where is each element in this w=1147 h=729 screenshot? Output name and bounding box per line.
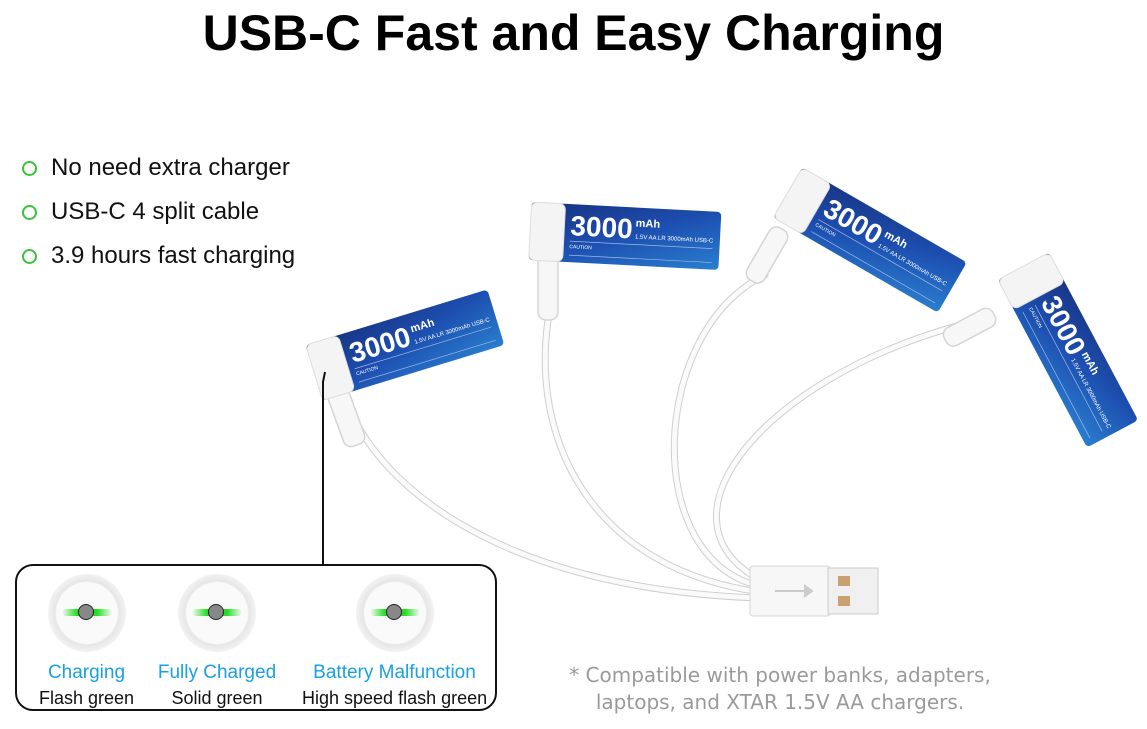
feature-text: 3.9 hours fast charging bbox=[51, 242, 296, 269]
compatibility-note: * Compatible with power banks, adapters,… bbox=[540, 662, 1020, 716]
feature-item: 3.9 hours fast charging bbox=[22, 234, 295, 278]
usb-a-plug bbox=[749, 565, 879, 617]
battery-1: 3000 mAh 1.5V AA LR 3000mAh USB-C CAUTIO… bbox=[305, 288, 505, 402]
led-indicator-icon bbox=[178, 574, 256, 652]
battery-caution: CAUTION bbox=[569, 244, 592, 251]
circle-bullet-icon bbox=[22, 160, 37, 176]
state-name: Battery Malfunction bbox=[313, 662, 476, 683]
circle-bullet-icon bbox=[22, 204, 37, 220]
feature-item: No need extra charger bbox=[22, 146, 295, 190]
page-title: USB-C Fast and Easy Charging bbox=[202, 5, 945, 61]
state-name: Fully Charged bbox=[157, 662, 277, 683]
battery-2: 3000 mAh 1.5V AA LR 3000mAh USB-C CAUTIO… bbox=[528, 201, 722, 271]
note-line: * Compatible with power banks, adapters, bbox=[569, 663, 991, 687]
indicator-state-charging: Charging Flash green bbox=[29, 574, 144, 709]
indicator-pointer-line bbox=[322, 371, 326, 565]
usb-c-connectors bbox=[326, 226, 997, 448]
led-indicator-icon bbox=[47, 574, 126, 652]
state-name: Charging bbox=[47, 662, 126, 683]
led-indicator-icon bbox=[355, 574, 434, 652]
state-description: Flash green bbox=[38, 688, 135, 708]
feature-text: USB-C 4 split cable bbox=[51, 198, 260, 225]
state-description: Solid green bbox=[171, 688, 263, 708]
feature-item: USB-C 4 split cable bbox=[22, 190, 295, 234]
indicator-state-malfunction: Battery Malfunction High speed flash gre… bbox=[302, 574, 487, 709]
indicator-state-fully-charged: Fully Charged Solid green bbox=[157, 574, 277, 709]
battery-unit: mAh bbox=[635, 218, 660, 231]
battery-4: 3000 mAh 1.5V AA LR 3000mAh USB-C CAUTIO… bbox=[997, 252, 1139, 448]
feature-list: No need extra charger USB-C 4 split cabl… bbox=[22, 146, 295, 278]
usb-split-cable bbox=[346, 271, 964, 602]
battery-spec: 1.5V AA LR 3000mAh USB-C bbox=[635, 235, 714, 245]
circle-bullet-icon bbox=[22, 248, 37, 264]
battery-3: 3000 mAh 1.5V AA LR 3000mAh USB-C CAUTIO… bbox=[772, 166, 968, 314]
feature-text: No need extra charger bbox=[51, 154, 290, 181]
state-description: High speed flash green bbox=[302, 688, 488, 708]
battery-capacity: 3000 bbox=[570, 210, 634, 244]
indicator-legend: Charging Flash green Fully Charged Solid… bbox=[15, 564, 497, 711]
usb-symbol-icon bbox=[775, 584, 814, 598]
note-line: laptops, and XTAR 1.5V AA chargers. bbox=[595, 690, 965, 714]
